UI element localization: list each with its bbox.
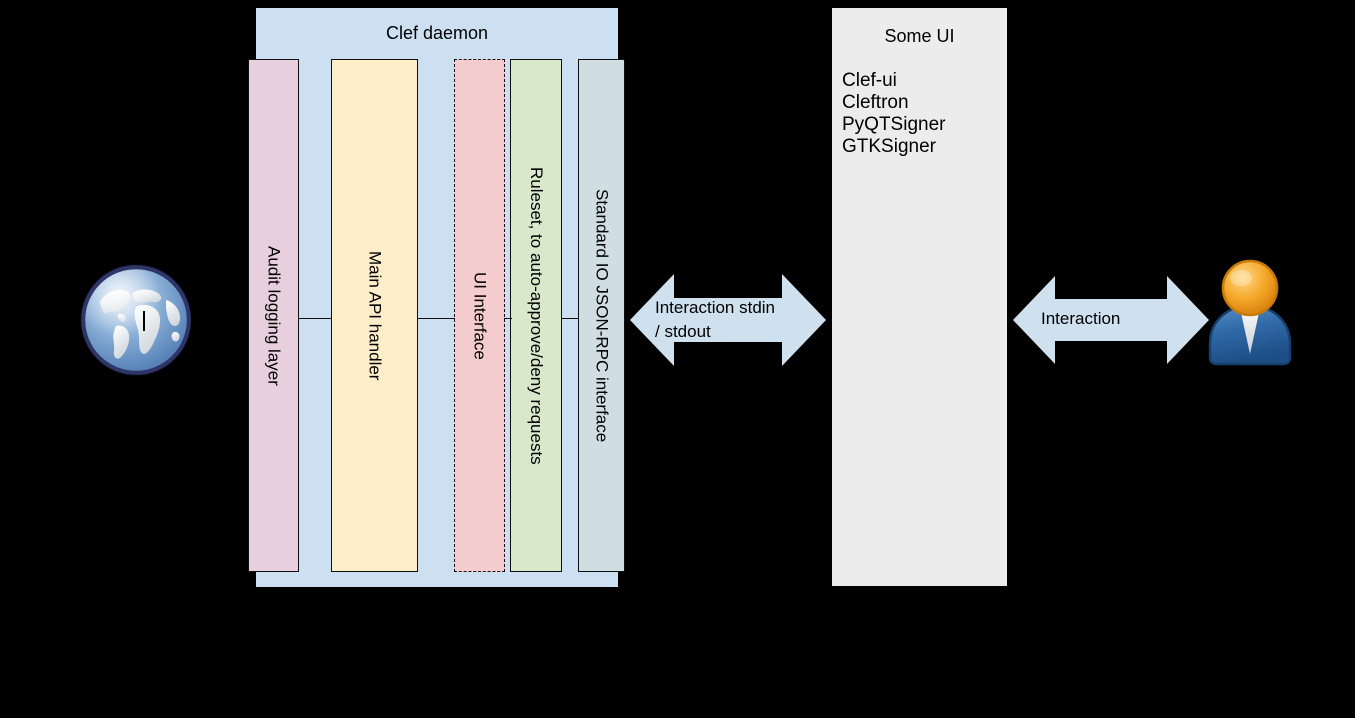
arrow-interaction-user <box>1013 272 1209 368</box>
component-label: UI Interface <box>470 271 490 360</box>
connector-line <box>417 318 455 319</box>
user-icon <box>1204 258 1296 368</box>
component-label: Audit logging layer <box>264 245 284 386</box>
clef-daemon-panel: Clef daemon <box>256 8 618 587</box>
connector-line <box>504 318 512 319</box>
component-audit-logging-layer[interactable]: Audit logging layer <box>248 59 299 572</box>
arrow-label-stdio: Interaction stdin / stdout <box>655 298 776 341</box>
globe-icon <box>74 258 198 382</box>
component-ui-interface[interactable]: UI Interface <box>454 59 505 572</box>
component-label: Ruleset, to auto-approve/deny requests <box>527 166 546 465</box>
list-item[interactable]: Clef-ui <box>842 70 897 91</box>
component-label: Standard IO JSON-RPC interface <box>592 188 612 443</box>
connector-line <box>298 318 332 319</box>
component-ruleset[interactable]: Ruleset, to auto-approve/deny requests <box>510 59 562 572</box>
component-main-api-handler[interactable]: Main API handler <box>331 59 418 572</box>
connector-line <box>561 318 579 319</box>
list-item[interactable]: Cleftron <box>842 92 909 113</box>
list-item[interactable]: PyQTSigner <box>842 114 946 135</box>
arrow-interaction-stdio <box>630 270 826 370</box>
component-standard-io-jsonrpc-interface[interactable]: Standard IO JSON-RPC interface <box>578 59 625 572</box>
some-ui-title: Some UI <box>884 26 955 46</box>
clef-daemon-title: Clef daemon <box>385 23 489 43</box>
component-label: Main API handler <box>365 250 385 381</box>
some-ui-list: Clef-ui Cleftron PyQTSigner GTKSigner <box>842 70 1001 158</box>
some-ui-panel: Some UI Clef-ui Cleftron PyQTSigner GTKS… <box>832 8 1007 586</box>
list-item[interactable]: GTKSigner <box>842 136 936 157</box>
arrow-label-user: Interaction <box>1041 309 1121 328</box>
